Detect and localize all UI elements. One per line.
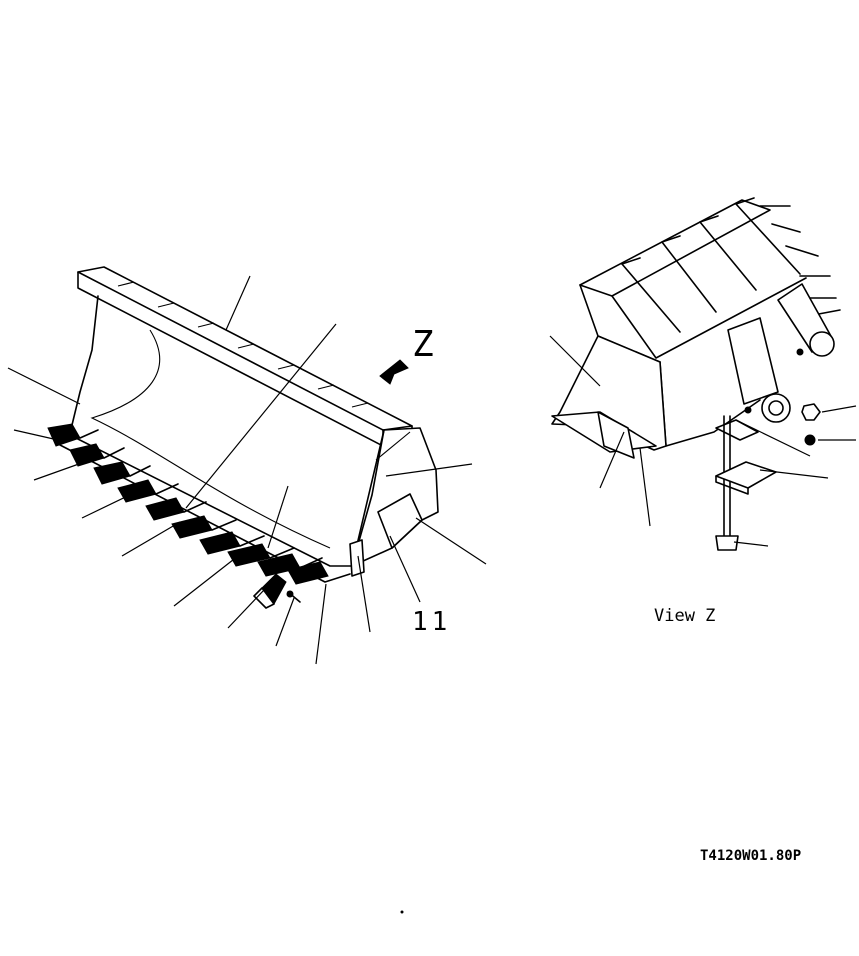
- speck-dot: [400, 910, 404, 914]
- drawing-code: T4120W01.80P: [700, 848, 801, 864]
- leader-lines-view-z: [549, 335, 857, 547]
- part-number-label: 11: [412, 607, 451, 637]
- view-z-assembly: [551, 197, 841, 551]
- view-marker-label: Z: [412, 324, 434, 365]
- leader-lines-left: [7, 275, 487, 665]
- view-z-arrow: Z: [379, 324, 434, 385]
- view-z-caption: View Z: [654, 606, 715, 626]
- bucket-assembly: [47, 266, 439, 609]
